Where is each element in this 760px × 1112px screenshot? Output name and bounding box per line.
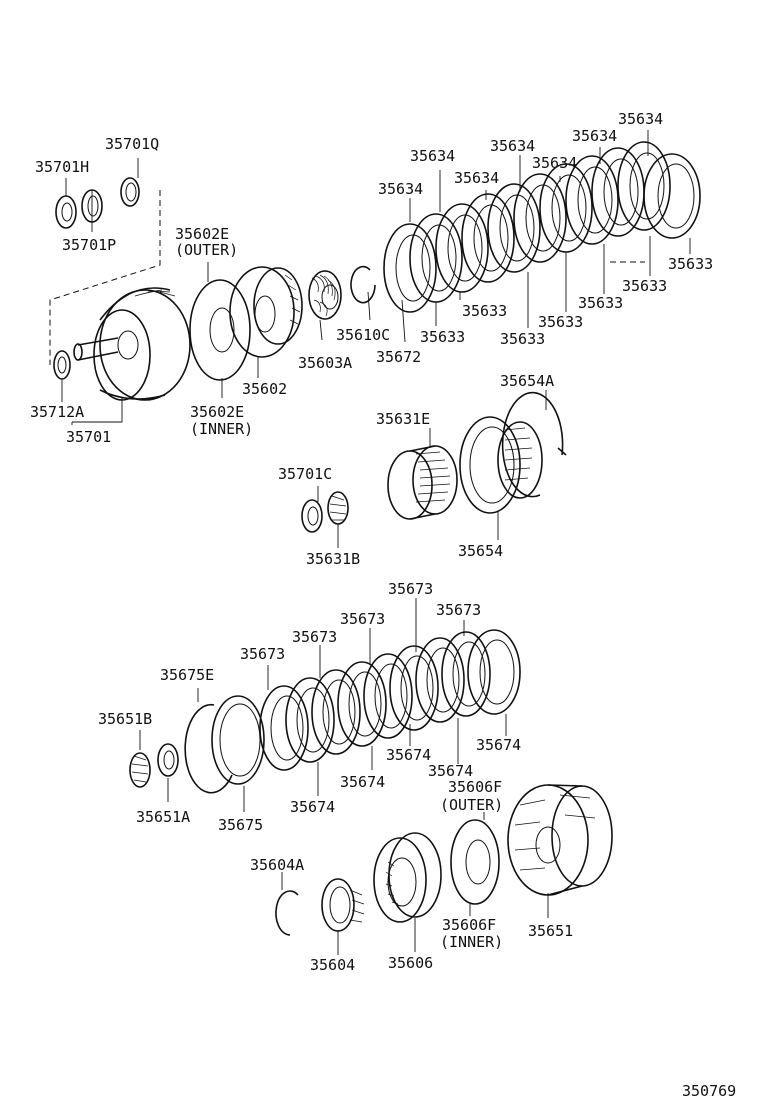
label-35675E: 35675E bbox=[160, 666, 214, 684]
label-35634-7: 35634 bbox=[618, 110, 663, 128]
plate bbox=[617, 141, 671, 231]
label-35634-2: 35634 bbox=[410, 147, 455, 165]
label-35633-1: 35633 bbox=[500, 330, 545, 348]
label-35633-6: 35633 bbox=[622, 277, 667, 295]
plate bbox=[415, 637, 465, 723]
pressure-plate-35675 bbox=[211, 695, 265, 785]
label-35610C: 35610C bbox=[336, 326, 390, 344]
label-35674-4: 35674 bbox=[428, 762, 473, 780]
label-35606F-outer: 35606F bbox=[448, 778, 502, 796]
label-35651B: 35651B bbox=[98, 710, 152, 728]
washer-35701H bbox=[55, 195, 77, 229]
label-35673-4: 35673 bbox=[436, 601, 481, 619]
snap-ring-35654A bbox=[501, 391, 567, 498]
label-35634-5: 35634 bbox=[532, 154, 577, 172]
label-35712A: 35712A bbox=[30, 403, 84, 421]
disc-35606F bbox=[450, 819, 500, 905]
bearing-35651B bbox=[129, 752, 151, 788]
plate bbox=[389, 645, 439, 731]
plate bbox=[467, 629, 521, 715]
label-35602E-inner: 35602E bbox=[190, 403, 244, 421]
label-35606F-inner: 35606F bbox=[442, 916, 496, 934]
label-35633-4: 35633 bbox=[538, 313, 583, 331]
washer-35701Q bbox=[120, 177, 140, 207]
snap-ring-35604A bbox=[275, 890, 299, 936]
label-35654A: 35654A bbox=[500, 372, 554, 390]
washer-35712A bbox=[53, 350, 71, 380]
label-35633-5: 35633 bbox=[578, 294, 623, 312]
label-35675: 35675 bbox=[218, 816, 263, 834]
label-35673-3: 35673 bbox=[340, 610, 385, 628]
plate bbox=[363, 653, 413, 739]
label-35701H: 35701H bbox=[35, 158, 89, 176]
plate bbox=[259, 685, 309, 771]
piston-35602 bbox=[229, 266, 303, 358]
label-35673-5: 35673 bbox=[388, 580, 433, 598]
label-35673-1: 35673 bbox=[240, 645, 285, 663]
label-35604A: 35604A bbox=[250, 856, 304, 874]
snap-ring-35610C bbox=[350, 265, 376, 304]
plate bbox=[337, 661, 387, 747]
plate bbox=[285, 677, 335, 763]
clutch-drum-35651 bbox=[507, 784, 613, 896]
label-35606F-inner-note: (INNER) bbox=[440, 933, 503, 951]
label-35631B: 35631B bbox=[306, 550, 360, 568]
label-35633-2: 35633 bbox=[420, 328, 465, 346]
label-35631E: 35631E bbox=[376, 410, 430, 428]
label-35602E-outer: 35602E bbox=[175, 225, 229, 243]
label-35633-3: 35633 bbox=[462, 302, 507, 320]
label-35602E-inner-note: (INNER) bbox=[190, 420, 253, 438]
reference-dashed-line bbox=[49, 190, 161, 365]
plate bbox=[643, 153, 701, 239]
washer-35651A bbox=[157, 743, 179, 777]
disc-35602E bbox=[189, 279, 251, 381]
label-35701C: 35701C bbox=[278, 465, 332, 483]
label-35674-1: 35674 bbox=[290, 798, 335, 816]
clutch-plate-stack-lower bbox=[259, 629, 521, 771]
reaction-plate-35654 bbox=[459, 416, 543, 514]
label-35701P: 35701P bbox=[62, 236, 116, 254]
label-35701: 35701 bbox=[66, 428, 111, 446]
plate bbox=[441, 631, 491, 717]
one-way-clutch-35631E bbox=[387, 445, 458, 520]
piston-35606 bbox=[373, 832, 442, 923]
bearing-35631B bbox=[327, 491, 349, 525]
clutch-drum-35701 bbox=[73, 287, 191, 401]
label-35603A: 35603A bbox=[298, 354, 352, 372]
label-35602E-outer-note: (OUTER) bbox=[175, 241, 238, 259]
label-35634-1: 35634 bbox=[378, 180, 423, 198]
snap-ring-35675E bbox=[184, 703, 233, 794]
label-35634-4: 35634 bbox=[490, 137, 535, 155]
label-35674-2: 35674 bbox=[340, 773, 385, 791]
label-35651A: 35651A bbox=[136, 808, 190, 826]
spring-retainer-35604 bbox=[321, 878, 365, 932]
label-35634-3: 35634 bbox=[454, 169, 499, 187]
label-35651: 35651 bbox=[528, 922, 573, 940]
washer-35701C bbox=[301, 499, 323, 533]
label-35606: 35606 bbox=[388, 954, 433, 972]
label-35654: 35654 bbox=[458, 542, 503, 560]
label-35602: 35602 bbox=[242, 380, 287, 398]
plate bbox=[311, 669, 361, 755]
clutch-plate-stack-upper bbox=[383, 141, 701, 313]
label-35673-2: 35673 bbox=[292, 628, 337, 646]
plate bbox=[565, 155, 619, 245]
label-35672: 35672 bbox=[376, 348, 421, 366]
label-35606F-outer-note: (OUTER) bbox=[440, 796, 503, 814]
label-35701Q: 35701Q bbox=[105, 135, 159, 153]
label-35674-5: 35674 bbox=[476, 736, 521, 754]
figure-code: 350769 bbox=[682, 1082, 736, 1100]
label-35634-6: 35634 bbox=[572, 127, 617, 145]
label-35633-7: 35633 bbox=[668, 255, 713, 273]
spring-retainer-35603A bbox=[308, 270, 342, 320]
label-35674-3: 35674 bbox=[386, 746, 431, 764]
label-35604: 35604 bbox=[310, 956, 355, 974]
